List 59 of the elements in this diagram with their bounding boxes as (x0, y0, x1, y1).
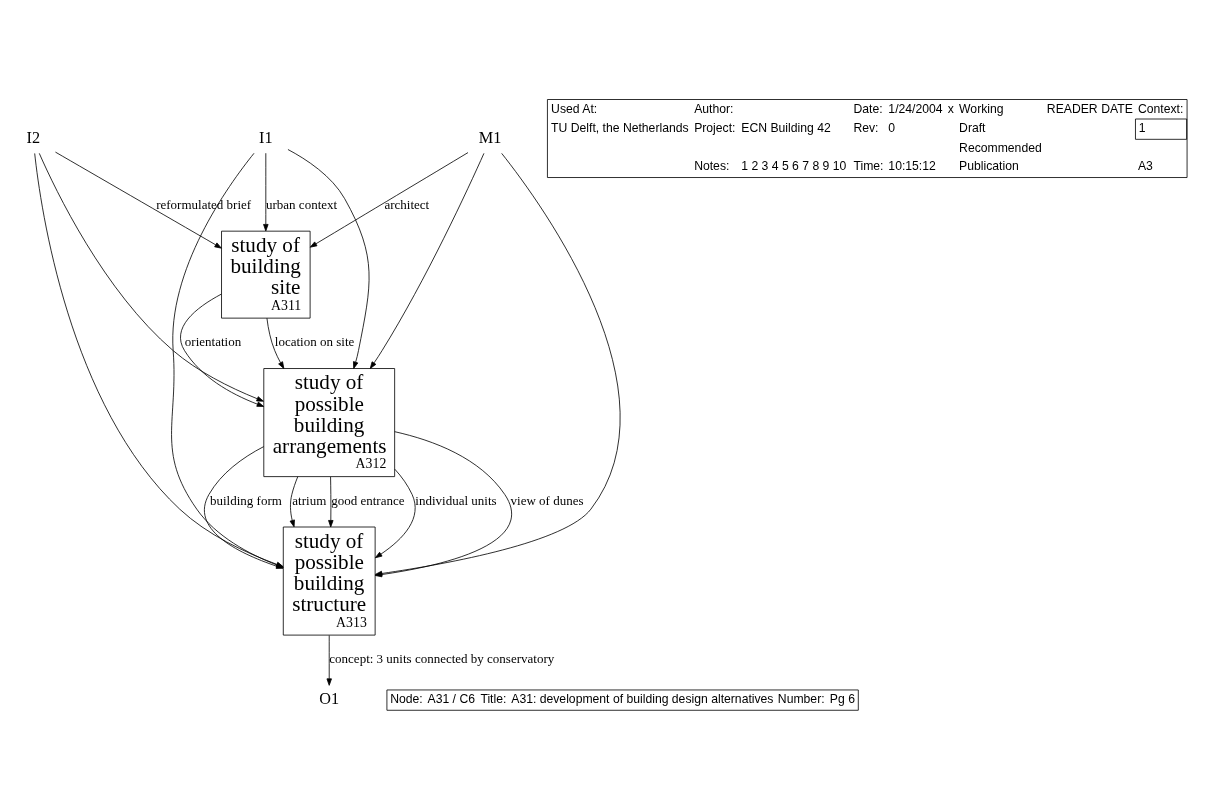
label: Recommended (959, 140, 1042, 155)
arrow (289, 475, 299, 527)
label: 1/24/2004 (888, 101, 943, 116)
edge-label: good entrance (331, 492, 405, 508)
label: Title: (480, 691, 507, 706)
edge-label: individual units (415, 492, 497, 508)
node-text: M1 (478, 128, 502, 147)
edge-label: atrium (292, 492, 327, 508)
label: TU Delft, the Netherlands (551, 120, 689, 135)
edge-label: location on site (274, 333, 355, 349)
edge-label: building form (209, 492, 282, 508)
arrow (374, 468, 416, 558)
arrow (55, 151, 222, 249)
node-text: I2 (26, 128, 41, 147)
label: 1 2 3 4 5 6 7 8 9 10 (741, 158, 847, 173)
label: Node: (390, 691, 423, 706)
label: 1 (1138, 120, 1146, 135)
label: ECN Building 42 (741, 120, 831, 135)
label: DATE (1101, 101, 1133, 116)
arrow (263, 152, 269, 231)
label: Notes: (694, 158, 730, 173)
label: Draft (959, 120, 986, 135)
label: Time: (853, 158, 884, 173)
arrow (287, 148, 370, 369)
node-box: study of possible building structure A313 (282, 526, 376, 635)
label: Used At: (551, 101, 598, 116)
edge-label: architect (384, 196, 430, 212)
node-text: I1 (259, 128, 273, 147)
label: A3 (1137, 158, 1153, 173)
arrow (326, 634, 332, 686)
label: x (947, 101, 954, 116)
arrow (180, 293, 265, 407)
label: Date: (853, 101, 883, 116)
edge-label: orientation (184, 333, 242, 349)
label: 0 (888, 120, 896, 135)
node-text: O1 (319, 689, 340, 708)
label: Working (959, 101, 1004, 116)
label: A31: development of building design alternatives (511, 691, 774, 706)
label: Author: (694, 101, 734, 116)
label: Number: (777, 691, 825, 706)
label: READER (1046, 101, 1098, 116)
arrow (369, 152, 485, 369)
node-box: study of building site A311 (221, 230, 311, 319)
edge-label: reformulated brief (156, 196, 252, 212)
edge-label: urban context (266, 196, 338, 212)
edge-label: view of dunes (510, 492, 584, 508)
arrow (266, 317, 285, 369)
arrow (309, 151, 469, 248)
label: Project: (694, 120, 736, 135)
label: 10:15:12 (888, 158, 936, 173)
arrow (328, 476, 334, 527)
label: Context: (1137, 101, 1184, 116)
edge-label: concept: 3 units connected by conservatory (329, 650, 555, 666)
label: A31 / C6 (427, 691, 475, 706)
label: Publication (959, 158, 1019, 173)
label: Rev: (853, 120, 879, 135)
label: Pg 6 (829, 691, 855, 706)
arrow (38, 152, 264, 402)
node-box: study of possible building arrangements A312 (263, 367, 396, 477)
